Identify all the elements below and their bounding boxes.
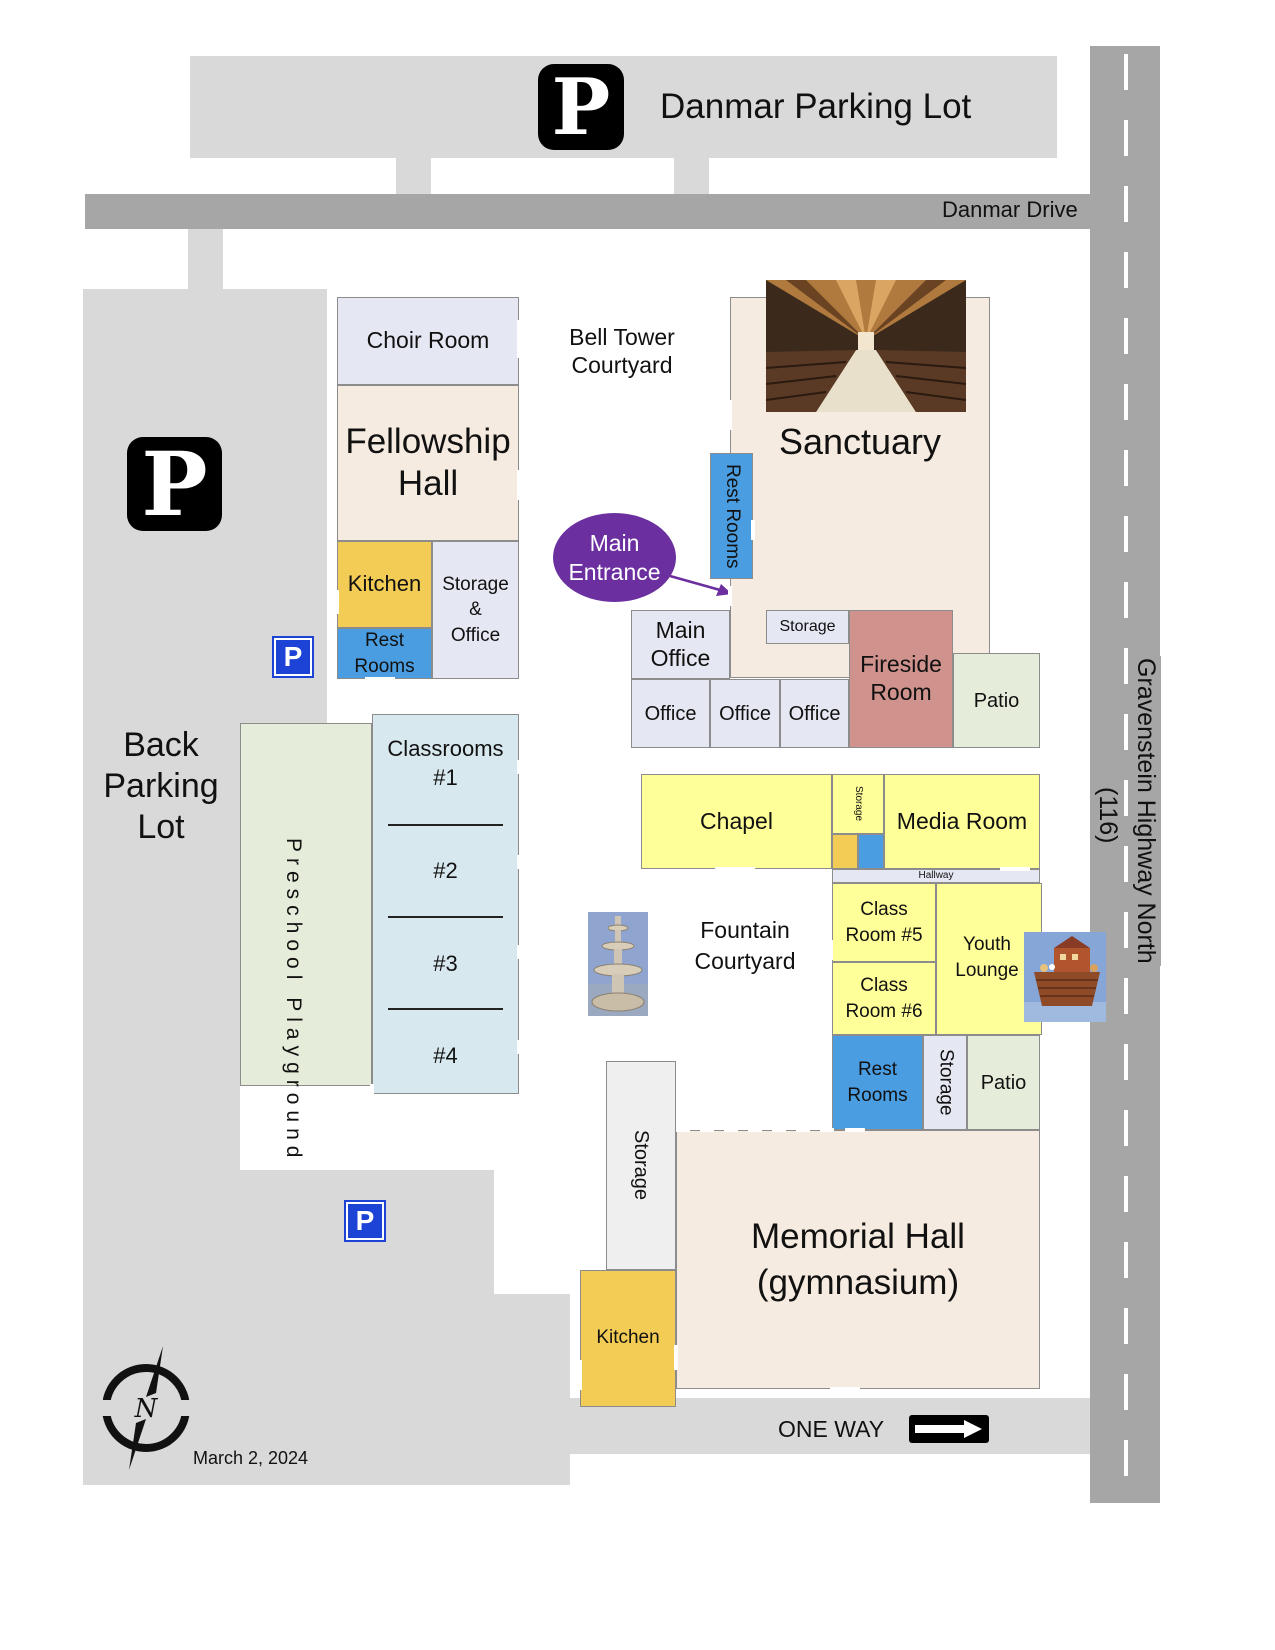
classroom-divider	[388, 916, 503, 918]
dashed-wall	[370, 1084, 374, 1094]
youth-lounge-label: Youth Lounge	[955, 934, 1019, 981]
closet-gold	[832, 834, 858, 869]
danmar-parking-lot-label: Danmar Parking Lot	[660, 87, 972, 126]
door	[335, 590, 339, 614]
fireside-room: Fireside Room	[849, 610, 953, 748]
storage-gym: Storage	[606, 1061, 676, 1270]
classroom-3: #3	[433, 951, 458, 976]
one-way-label: ONE WAY	[778, 1416, 885, 1442]
door	[517, 470, 521, 500]
door	[728, 586, 732, 606]
kitchen-south: Kitchen	[580, 1270, 676, 1407]
highway-number-label: (116)	[1093, 787, 1123, 844]
sanctuary-label: Sanctuary	[778, 421, 942, 462]
choir-room: Choir Room	[337, 297, 519, 385]
door	[830, 1387, 860, 1391]
rest-rooms-sanctuary: Rest Rooms	[710, 453, 753, 579]
one-way-drive	[570, 1398, 1090, 1454]
dashed-wall	[676, 1128, 836, 1132]
driveway-connector	[188, 229, 223, 289]
media-room: Media Room	[884, 774, 1040, 869]
door	[578, 1360, 582, 1390]
patio-south: Patio	[967, 1035, 1040, 1130]
main-entrance-bubble: Main Entrance	[553, 513, 676, 602]
classroom-2: #2	[433, 858, 458, 883]
sanctuary-photo-icon	[765, 280, 967, 412]
rest-rooms-sanctuary-label: Rest Rooms	[721, 463, 743, 569]
main-office: Main Office	[631, 610, 730, 679]
rest-rooms-south: Rest Rooms	[832, 1035, 923, 1130]
door	[845, 1128, 865, 1132]
parking-sign-icon: P	[538, 62, 624, 153]
danmar-drive	[85, 194, 1090, 229]
door	[751, 520, 755, 540]
door	[728, 400, 732, 430]
classroom-1: Classrooms #1	[387, 736, 504, 790]
classrooms-block	[372, 714, 519, 1094]
parking-driveway	[396, 158, 431, 194]
patio-north: Patio	[953, 653, 1040, 748]
classroom-divider	[388, 824, 503, 826]
classroom-divider	[388, 1008, 503, 1010]
memorial-hall: Memorial Hall (gymnasium)	[676, 1130, 1040, 1389]
door	[715, 867, 755, 871]
lower-parking-area	[240, 1294, 570, 1485]
storage-south: Storage	[923, 1035, 967, 1130]
ark-icon	[1024, 932, 1106, 1022]
door	[517, 760, 521, 774]
closet-blue	[858, 834, 884, 869]
door	[674, 1345, 678, 1370]
accessible-parking-icon: P	[272, 636, 314, 678]
storage-tiny: Storage	[832, 774, 884, 834]
rest-rooms-north: Rest Rooms	[337, 628, 432, 679]
bell-tower-courtyard-label: Bell Tower Courtyard	[569, 324, 675, 378]
door	[517, 945, 521, 959]
office-1: Office	[631, 679, 710, 748]
classroom-4: #4	[433, 1043, 458, 1068]
office-3: Office	[780, 679, 849, 748]
fountain-courtyard-label: Fountain Courtyard	[694, 917, 796, 975]
back-parking-lot	[83, 723, 240, 1485]
compass-north-icon: N	[100, 1345, 192, 1471]
kitchen-north: Kitchen	[337, 541, 432, 628]
hallway: Hallway	[832, 869, 1040, 883]
svg-text:N: N	[134, 1394, 159, 1424]
door	[829, 940, 833, 960]
preschool-playground	[240, 723, 372, 1086]
door	[1000, 867, 1030, 871]
fountain-icon	[588, 912, 648, 1016]
fellowship-hall: Fellowship Hall	[337, 385, 519, 541]
date-label: March 2, 2024	[193, 1448, 309, 1468]
door	[517, 855, 521, 869]
storage-tiny-label: Storage	[853, 786, 864, 822]
parking-sign-icon: P	[127, 432, 222, 536]
storage-gym-label: Storage	[630, 1130, 652, 1201]
class-room-6: Class Room #6	[832, 962, 936, 1035]
danmar-drive-label: Danmar Drive	[942, 197, 1078, 222]
door	[517, 1040, 521, 1054]
office-2: Office	[710, 679, 780, 748]
door	[517, 320, 521, 358]
storage-south-label: Storage	[935, 1049, 957, 1116]
parking-driveway	[674, 158, 709, 194]
highway-center-line	[1124, 54, 1128, 1499]
chapel: Chapel	[641, 774, 832, 869]
highway-label: Gravenstein Highway North	[1131, 656, 1161, 966]
storage-small: Storage	[766, 610, 849, 644]
storage-and-office: Storage & Office	[432, 541, 519, 679]
one-way-arrow-icon	[908, 1414, 990, 1444]
class-room-5: Class Room #5	[832, 883, 936, 962]
preschool-playground-label: Preschool Playground	[282, 838, 305, 1164]
accessible-parking-icon: P	[344, 1200, 386, 1242]
door	[365, 677, 395, 681]
back-parking-lot-label: Back Parking Lot	[103, 726, 219, 846]
